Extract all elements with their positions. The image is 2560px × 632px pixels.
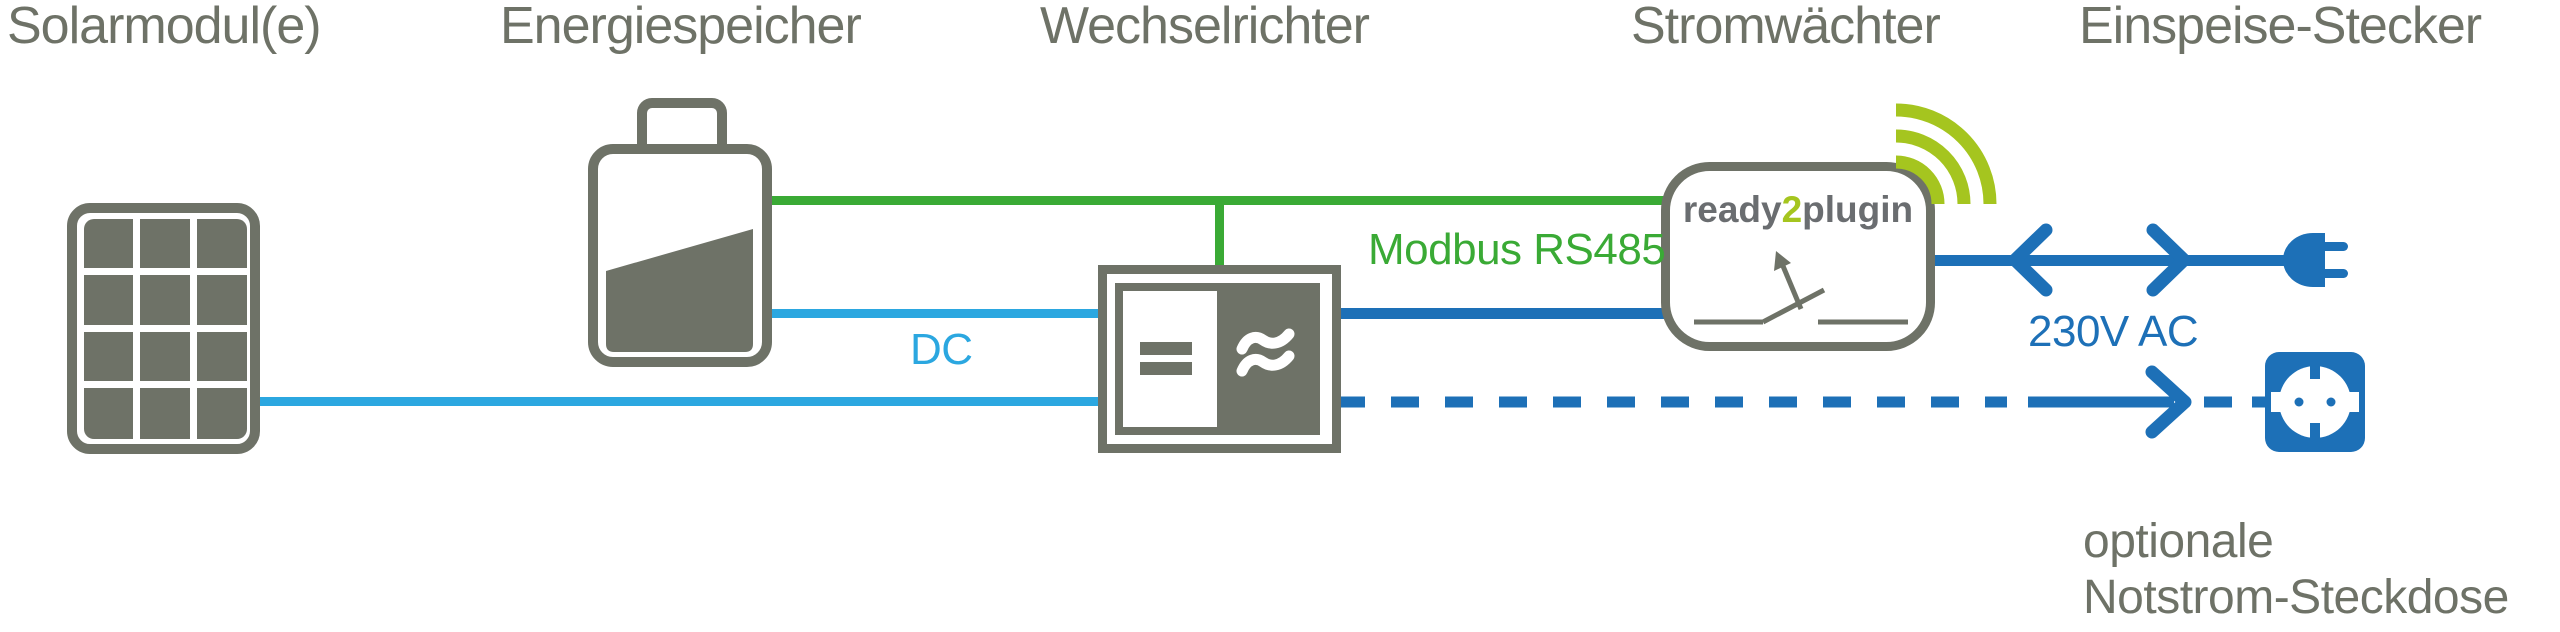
cell-gap bbox=[84, 381, 247, 388]
label-inverter: Wechselrichter bbox=[1040, 0, 1370, 55]
label-optional-socket: optionale Notstrom-Steckdose bbox=[2083, 514, 2509, 626]
dc-line-battery bbox=[765, 309, 1105, 318]
arrow-right-icon bbox=[2146, 223, 2191, 297]
modbus-line-drop bbox=[1215, 196, 1224, 274]
inverter-icon bbox=[1098, 265, 1341, 453]
solar-panel-icon bbox=[67, 203, 260, 454]
switch-arrow-shaft bbox=[1780, 265, 1804, 310]
dc-symbol bbox=[1140, 342, 1192, 355]
dc-line-solar bbox=[255, 397, 1105, 406]
logo-prefix: ready bbox=[1682, 189, 1782, 230]
socket-earth-clip bbox=[2345, 392, 2359, 412]
wifi-arc-middle bbox=[1895, 129, 1971, 205]
label-230v-ac: 230V AC bbox=[2028, 307, 2199, 356]
label-solar-module: Solarmodul(e) bbox=[7, 0, 322, 55]
label-power-guard: Stromwächter bbox=[1631, 0, 1941, 55]
battery-icon bbox=[588, 98, 772, 367]
arrow-left-icon bbox=[2008, 223, 2053, 297]
power-guard-frame bbox=[1661, 162, 1935, 351]
ac-symbol bbox=[1236, 328, 1295, 355]
switch-arrow-head bbox=[1774, 251, 1791, 271]
socket-pin-hole bbox=[2326, 397, 2336, 407]
label-dc: DC bbox=[910, 325, 973, 374]
optional-line-1: optionale bbox=[2083, 515, 2274, 568]
label-modbus: Modbus RS485 bbox=[1368, 225, 1666, 274]
ac-line-guard-to-plug bbox=[1926, 223, 2292, 297]
ready2plugin-logo: ready2plugin bbox=[1661, 191, 1935, 228]
power-guard-box bbox=[1661, 103, 1997, 351]
dc-symbol bbox=[1140, 362, 1192, 375]
socket-pin-hole bbox=[2294, 397, 2304, 407]
modbus-line-battery-to-guard bbox=[765, 196, 1670, 274]
ac-line-inverter-to-guard bbox=[1334, 308, 1670, 319]
schuko-socket-icon bbox=[2265, 352, 2365, 452]
logo-suffix: plugin bbox=[1802, 189, 1914, 230]
socket-well bbox=[2279, 366, 2351, 438]
plug-icon bbox=[2283, 233, 2348, 287]
cell-gap bbox=[84, 268, 247, 275]
label-feed-in-plug: Einspeise-Stecker bbox=[2079, 0, 2482, 55]
switch-blade bbox=[1761, 287, 1826, 325]
ac-line-inverter-to-socket-dashed bbox=[1337, 365, 2267, 439]
logo-digit: 2 bbox=[1781, 189, 1803, 230]
socket-earth-clip bbox=[2271, 392, 2285, 412]
battery-charge-level bbox=[606, 229, 753, 352]
ac-symbol bbox=[1236, 350, 1295, 377]
relay-switch-icon bbox=[1694, 265, 1908, 325]
plug-prong bbox=[2320, 269, 2348, 278]
ac-cable bbox=[1926, 255, 2292, 266]
dc-line-solar-to-inverter bbox=[255, 397, 1105, 406]
socket-notch bbox=[2310, 423, 2320, 438]
dc-line-battery-to-inverter bbox=[765, 309, 1105, 318]
socket-notch bbox=[2310, 364, 2320, 379]
plug-prong bbox=[2320, 242, 2348, 251]
wifi-icon bbox=[1895, 103, 1997, 205]
ac-line-solid bbox=[1334, 308, 1670, 319]
optional-line-2: Notstrom-Steckdose bbox=[2083, 571, 2509, 624]
plug-body bbox=[2283, 233, 2325, 287]
wifi-arc-outer bbox=[1895, 103, 1997, 205]
label-energy-storage: Energiespeicher bbox=[500, 0, 862, 55]
cell-gap bbox=[84, 325, 247, 332]
arrow-right-icon bbox=[2145, 365, 2192, 439]
wifi-arc-inner bbox=[1895, 155, 1945, 205]
